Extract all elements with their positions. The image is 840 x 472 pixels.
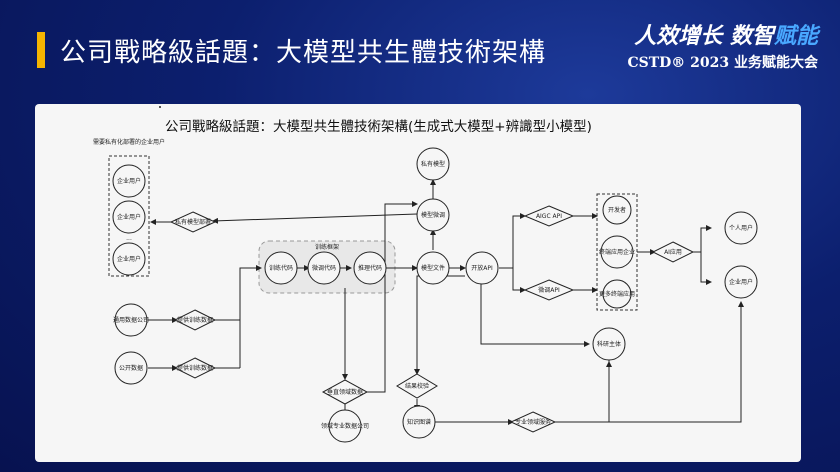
diagram-card: 公司戰略級話題：大模型共生體技術架構(生成式大模型+辨識型小模型) 需要私有化部… [35,104,801,462]
node-enterprise-user-3 [112,242,146,276]
label-pro-collab: 专业领域服务 [515,418,551,426]
label-ent3: 企业用户 [117,255,141,263]
slide-title: 公司戰略級話題：大模型共生體技術架構 [60,38,547,68]
node-general-data [114,303,148,337]
node-model-finetune [416,198,450,232]
node-ai-app [651,241,695,263]
label-result-check: 结果校验 [405,382,429,390]
label-model-file: 模型文件 [421,264,445,272]
node-provide-train-2 [173,357,217,379]
label-infer-code: 推理代码 [358,264,382,272]
group-enterprise-private [108,155,150,277]
label-ent2: 企业用户 [117,213,141,221]
architecture-diagram: 需要私有化部署的企业用户 训练框架 [93,138,758,443]
node-enterprise-user [724,265,758,299]
node-enterprise-user-2 [112,200,146,234]
label-domain-data: 领域专业数据公司 [321,422,369,430]
node-aigc-api [523,205,575,227]
group-training-framework-label: 训练框架 [315,243,339,251]
label-private-deploy: 私有模型部署 [175,218,211,226]
label-personal-user: 个人用户 [729,224,753,232]
node-terminal-app [600,235,634,269]
diagram-title: 公司戰略級話題：大模型共生體技術架構(生成式大模型+辨識型小模型) [165,119,592,135]
event-logo: 人效增长 数智赋能 CSTD® 2023 业务赋能大会 [618,18,818,72]
label-general-data: 通用数据公司 [113,316,149,324]
label-public-data: 公开数据 [119,364,143,372]
node-infer-code [353,251,387,285]
label-private-model: 私有模型 [421,160,445,168]
node-finetune-code [307,251,341,285]
label-provide-train-2: 提供训练数据 [177,364,213,372]
node-research [592,327,626,361]
label-enterprise-user: 企业用户 [729,278,753,286]
label-research: 科研主体 [597,340,621,348]
node-data-join [321,379,369,405]
node-public-data [114,351,148,385]
label-ellipsis: ... [126,235,132,242]
title-accent-bar [37,32,45,68]
node-personal-user [724,211,758,245]
node-domain-data [328,409,362,443]
label-aigc-api: AIGC API [536,213,562,220]
logo-event-name: CSTD® 2023 业务赋能大会 [627,55,818,71]
node-private-model [416,147,450,181]
speck [159,106,161,108]
node-open-api [465,251,499,285]
label-provide-train-1: 提供训练数据 [177,316,213,324]
label-model-finetune: 模型微调 [421,211,445,219]
node-train-code [264,251,298,285]
group-enterprise-private-label: 需要私有化部署的企业用户 [93,138,165,146]
node-result-check [396,373,438,399]
node-pro-collab [509,411,557,433]
label-finetune-api: 微调API [538,286,560,294]
label-finetune-code: 微调代码 [312,264,336,272]
label-open-api: 开放API [471,264,493,272]
node-provide-train-1 [173,309,217,331]
node-more-terminal [602,279,632,309]
node-knowledge-graph [402,405,436,439]
node-finetune-api [523,279,575,301]
label-more-terminal: 更多终端应用 [599,290,635,298]
label-ai-app: AI应用 [664,248,682,256]
label-data-join: 垂直领域数据 [327,388,363,396]
label-ent1: 企业用户 [117,177,141,185]
label-terminal-app: 终端应用企业 [599,248,635,256]
label-knowledge-graph: 知识图谱 [407,418,431,426]
label-train-code: 训练代码 [269,264,293,272]
label-developer: 开发者 [608,206,626,214]
logo-slogan: 人效增长 数智赋能 [634,24,818,49]
node-enterprise-user-1 [112,164,146,198]
node-private-deploy [169,211,217,233]
node-developer [602,195,632,225]
node-model-file [416,251,450,285]
